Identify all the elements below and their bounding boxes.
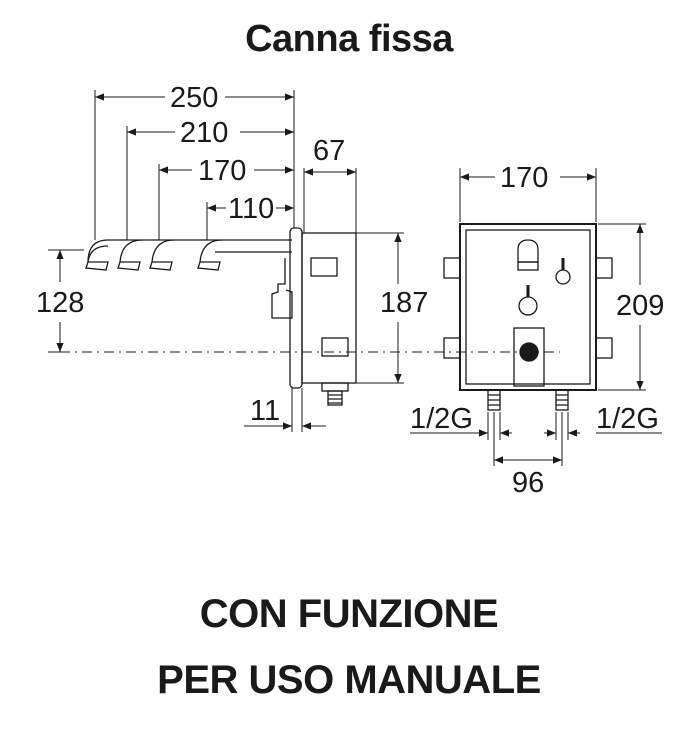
- dim-110: 110: [228, 193, 274, 225]
- sensor-window: [513, 327, 545, 387]
- inlet-fitting: [321, 382, 349, 392]
- dim-210: 210: [180, 117, 228, 149]
- dim-96: 96: [512, 467, 544, 499]
- dimensions: 250 210 170 110 67 128 187 11 170 209 1/…: [36, 82, 664, 499]
- spout-pipe: [87, 239, 292, 263]
- body-box: [301, 232, 357, 384]
- caption-line-1: CON FUNZIONE: [199, 592, 499, 636]
- spout-outlet-110: [197, 239, 223, 271]
- front-plate: [459, 223, 597, 391]
- dim-thread-left: 1/2G: [410, 403, 473, 435]
- dim-thread-right: 1/2G: [596, 403, 659, 435]
- dim-209: 209: [616, 290, 664, 322]
- caption-line-2: PER USO MANUALE: [157, 658, 541, 702]
- lever: [271, 258, 293, 319]
- dim-11: 11: [250, 395, 280, 427]
- dim-170-spout: 170: [198, 155, 246, 187]
- spout-outlet-250: [85, 245, 109, 271]
- nozzle-icon: [517, 239, 539, 263]
- side-view: [60, 227, 560, 406]
- dim-187: 187: [380, 287, 428, 319]
- dim-170-front: 170: [500, 162, 548, 194]
- spout-outlet-210: [117, 239, 143, 271]
- dim-250: 250: [170, 82, 218, 114]
- dim-67: 67: [313, 135, 345, 167]
- spout-outlet-170: [149, 239, 175, 271]
- dim-128: 128: [36, 287, 84, 319]
- front-view: [443, 223, 613, 411]
- diagram-title: Canna fissa: [245, 18, 453, 60]
